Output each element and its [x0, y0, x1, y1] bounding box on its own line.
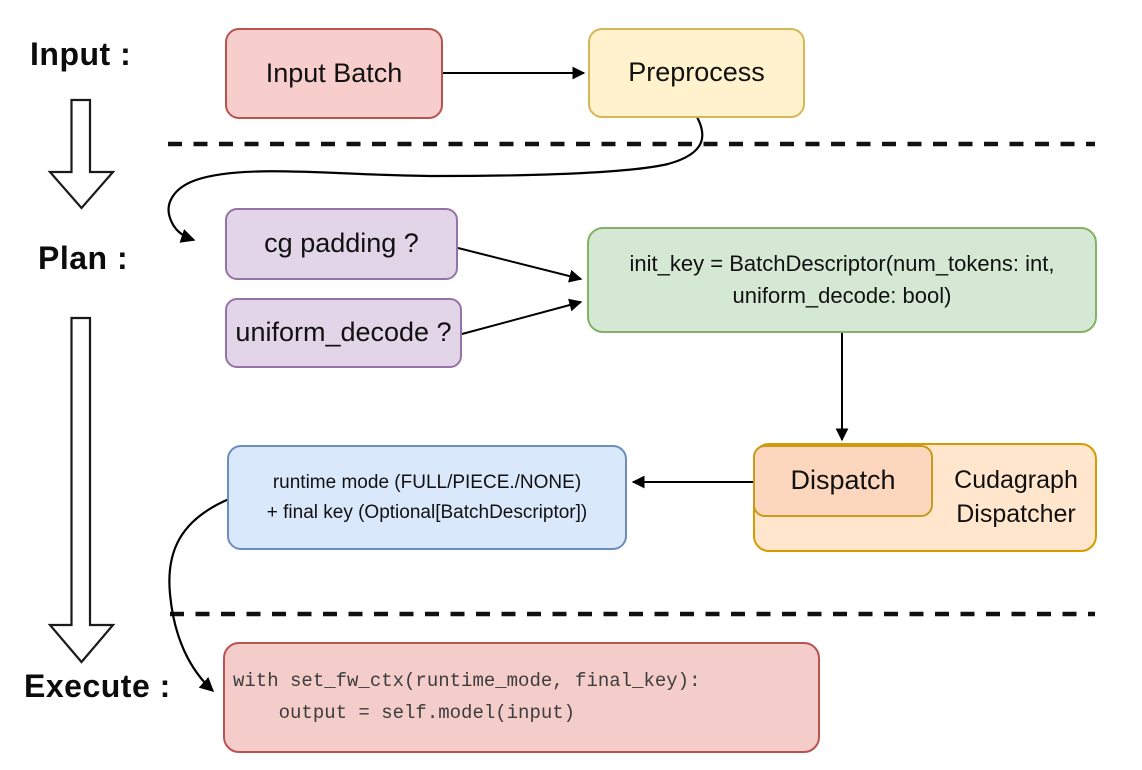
- edge-runtime-mode-to-execute-code: [168, 497, 230, 692]
- stage-label-execute: Execute :: [24, 668, 171, 704]
- edge-uniform-decode-to-init-key: [461, 298, 583, 335]
- node-input-batch-label: Input Batch: [265, 57, 403, 88]
- edge-cg-padding-to-init-key: [457, 247, 583, 283]
- node-runtime-mode-line1: runtime mode (FULL/PIECE./NONE): [272, 472, 582, 494]
- edge-preprocess-to-cg-padding: [167, 116, 704, 243]
- node-execute-code: with set_fw_ctx(runtime_mode, final_key)…: [223, 642, 820, 753]
- node-uniform-decode-label: uniform_decode ?: [235, 317, 452, 348]
- node-dispatch: Dispatch: [753, 445, 933, 517]
- node-cg-padding-label: cg padding ?: [264, 228, 419, 259]
- node-init-key-line2: uniform_decode: bool): [732, 283, 952, 308]
- stage-label-plan: Plan :: [38, 240, 129, 276]
- node-execute-code-line2: output = self.model(input): [233, 701, 576, 724]
- node-preprocess: Preprocess: [588, 28, 805, 118]
- node-runtime-mode-line2: + final key (Optional[BatchDescriptor]): [266, 501, 588, 523]
- node-input-batch: Input Batch: [225, 28, 443, 119]
- node-cg-padding: cg padding ?: [225, 208, 458, 280]
- node-runtime-mode: runtime mode (FULL/PIECE./NONE) + final …: [227, 445, 627, 550]
- node-init-key: init_key = BatchDescriptor(num_tokens: i…: [587, 227, 1097, 333]
- stage-label-input: Input :: [30, 36, 132, 72]
- node-preprocess-label: Preprocess: [628, 57, 765, 88]
- node-cudagraph-dispatcher-line1: Cudagraph: [954, 465, 1078, 494]
- stage-arrow-input-to-plan-icon: [47, 98, 116, 210]
- node-cudagraph-dispatcher-line2: Dispatcher: [956, 499, 1076, 528]
- node-execute-code-line1: with set_fw_ctx(runtime_mode, final_key)…: [233, 670, 701, 693]
- node-cudagraph-dispatcher-label: Cudagraph Dispatcher: [935, 443, 1097, 552]
- node-dispatch-label: Dispatch: [790, 465, 896, 496]
- stage-arrow-plan-to-execute-icon: [47, 316, 116, 664]
- node-uniform-decode: uniform_decode ?: [225, 298, 462, 368]
- node-init-key-line1: init_key = BatchDescriptor(num_tokens: i…: [629, 251, 1055, 277]
